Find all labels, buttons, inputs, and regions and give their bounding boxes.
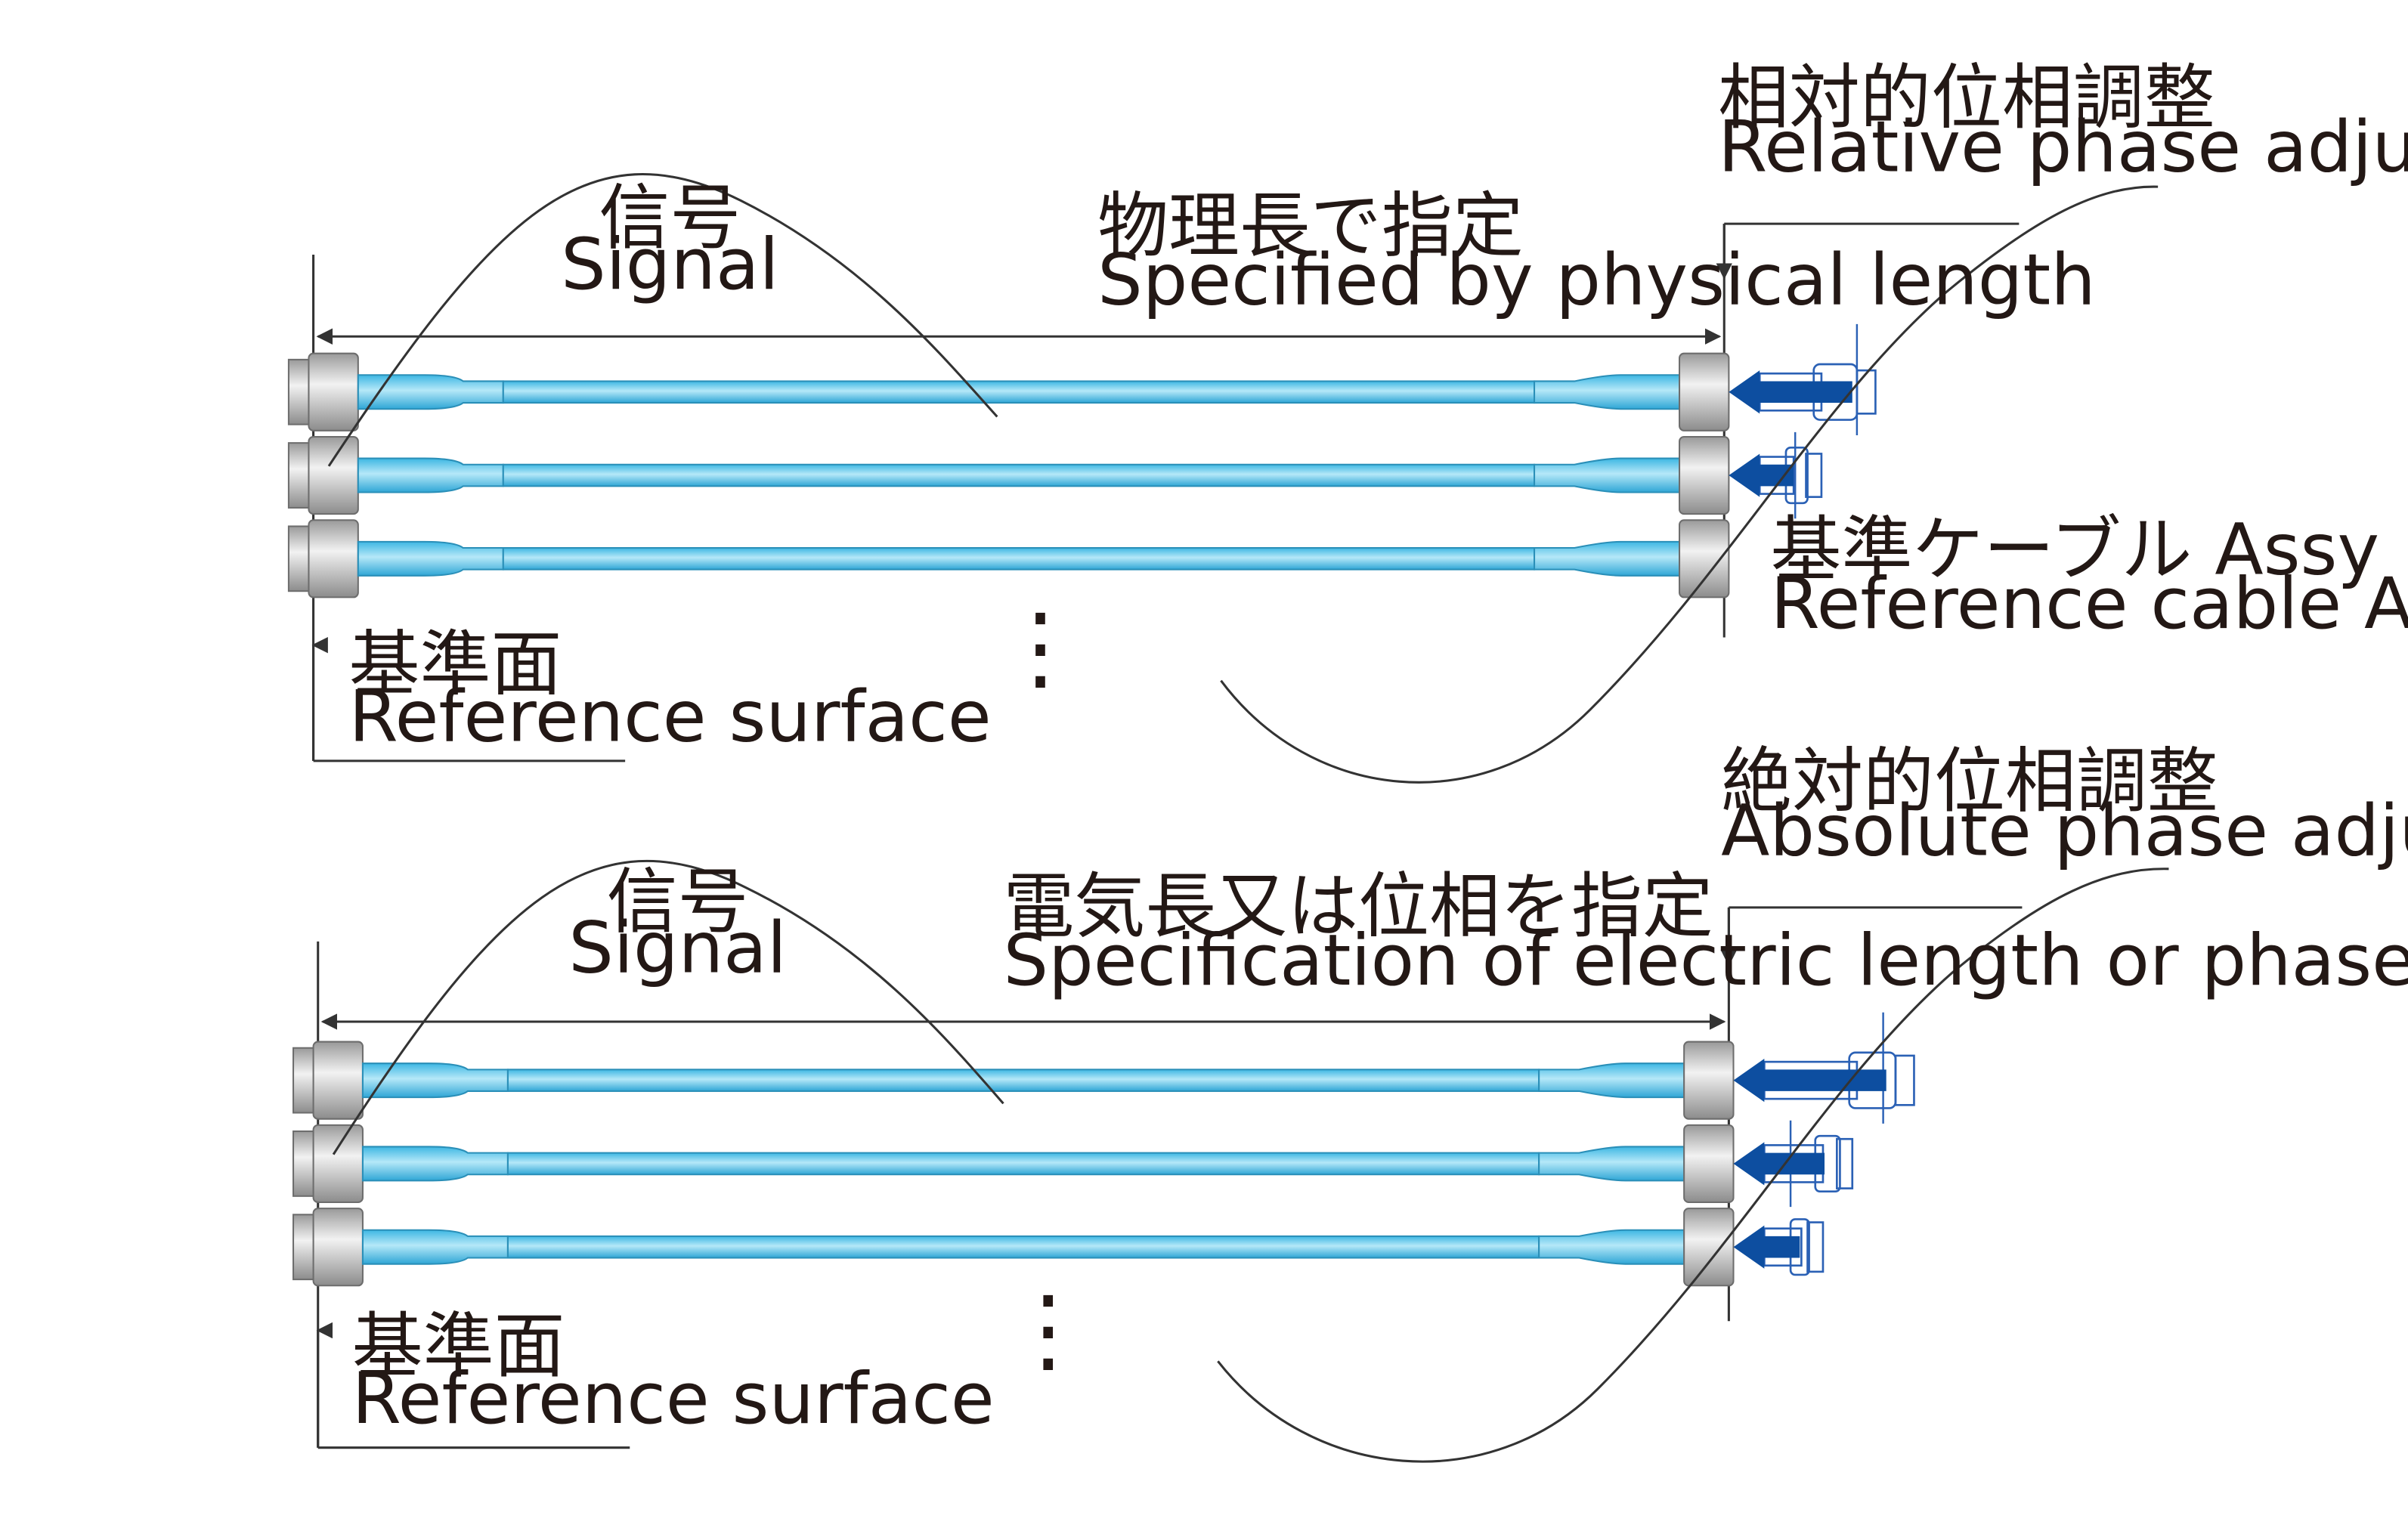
adjust-label-jp: 絶対的位相調整	[1721, 741, 2218, 823]
signal-wave	[332, 859, 1004, 1155]
ellipsis-dots: ⋮	[1001, 1275, 1094, 1383]
bottom-panel: 信号 Signal 電気長又は位相を指定 Specification of el…	[292, 741, 2408, 1463]
refsurface-label-jp: 基準面	[352, 1306, 565, 1388]
cable-assy-1	[287, 352, 1730, 431]
refsurface-label-en: Reference surface	[349, 676, 992, 758]
cable-assy-1	[292, 1041, 1735, 1120]
cable-assy-2	[287, 435, 1730, 515]
refsurface-label-jp: 基準面	[349, 623, 562, 706]
adjust-label-en: Relative phase adjustment	[1718, 107, 2408, 189]
signal-label-jp: 信号	[599, 178, 741, 260]
phase-adapter-1	[1733, 1012, 1915, 1124]
signal-wave-right	[1217, 868, 2169, 1463]
adjust-label-jp: 相対的位相調整	[1718, 57, 2215, 139]
ellipsis-dots: ⋮	[994, 593, 1087, 701]
cable-assy-3	[292, 1208, 1735, 1287]
signal-wave	[327, 173, 998, 467]
spec-label-jp: 物理長で指定	[1097, 185, 1524, 268]
spec-label-en: Specified by physical length	[1097, 239, 2096, 321]
spec-label-jp: 電気長又は位相を指定	[1004, 866, 1713, 948]
signal-label-en: Signal	[561, 224, 779, 306]
spec-label-en: Specification of electric length or phas…	[1004, 920, 2408, 1002]
signal-label-en: Signal	[568, 908, 787, 990]
refcable-label-jp: 基準ケーブル Assy	[1771, 509, 2380, 592]
top-panel: 信号 Signal 物理長で指定 Specified by physical l…	[287, 57, 2408, 784]
phase-adapter-2	[1733, 1120, 1854, 1208]
signal-wave-right	[1220, 185, 2159, 784]
signal-label-jp: 信号	[607, 861, 749, 943]
cable-assy-2	[292, 1124, 1735, 1204]
refcable-label-en: Reference cable Assy	[1771, 563, 2408, 645]
phase-adapter-1	[1729, 323, 1877, 435]
refsurface-label-en: Reference surface	[352, 1358, 995, 1440]
cable-assy-3	[287, 519, 1730, 598]
adjust-label-en: Absolute phase adjustment	[1721, 790, 2408, 872]
phase-adapter-3	[1733, 1218, 1825, 1276]
